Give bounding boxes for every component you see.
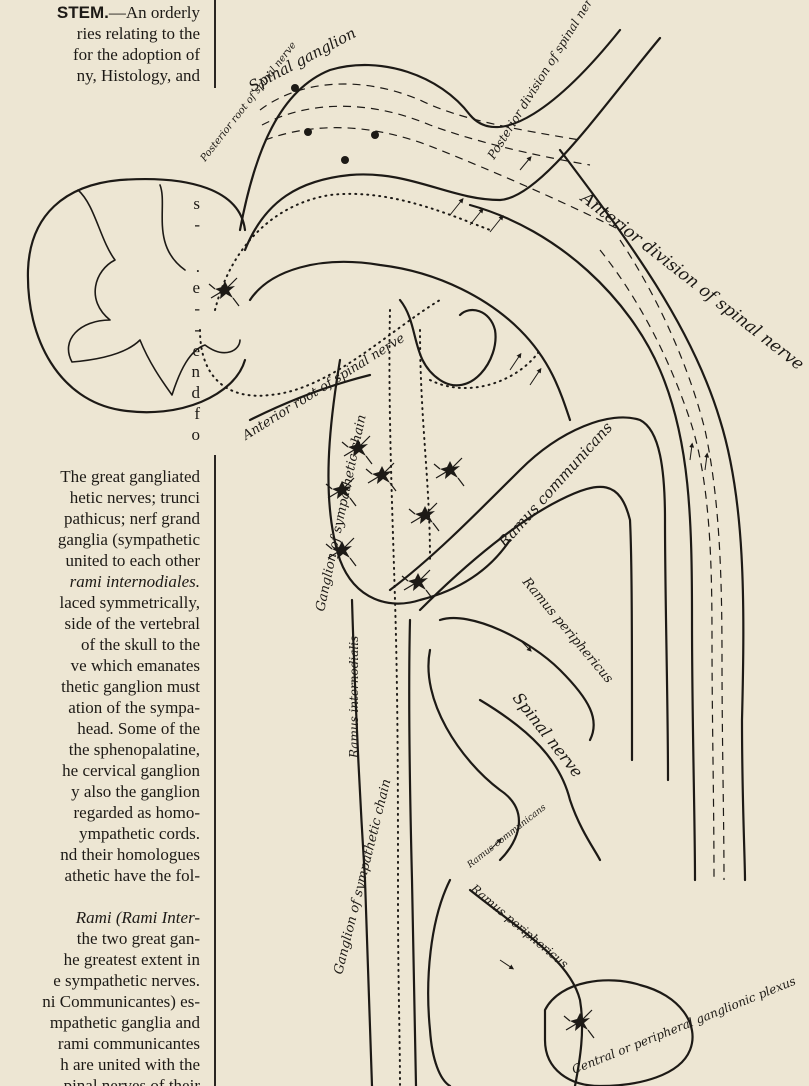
fiber-dotted-3: [389, 310, 400, 1086]
lower-loop-a: [428, 880, 450, 1086]
label-ramus-communicans-1: Ramus communicans: [494, 418, 616, 551]
chain-right: [409, 620, 416, 1086]
arrow: [520, 158, 530, 170]
label-ramus-internodialis: Ramus internodialis: [347, 636, 361, 759]
grey-matter: [68, 190, 240, 395]
label-posterior-division: Posterior division of spinal nerve: [484, 0, 603, 162]
fiber-dashed-5: [620, 240, 724, 880]
nerve-cell: [564, 1010, 594, 1038]
ganglion-cell: [371, 131, 379, 139]
sympathetic-ganglion-outline: [400, 300, 496, 385]
fiber-dashed-3: [265, 128, 620, 230]
ganglion-cell: [291, 84, 299, 92]
arrow: [530, 370, 540, 385]
arrow: [500, 960, 512, 968]
label-ramus-periphericus-2: Ramus periphericus: [467, 881, 571, 971]
label-ganglion-chain-upper: Ganglion of sympathetic chain: [313, 413, 369, 612]
ganglion-cell: [341, 156, 349, 164]
label-ganglion-chain-lower: Ganglion of sympathetic chain: [331, 778, 394, 976]
arrow: [490, 217, 502, 232]
label-posterior-root: Posterior root of spinal nerve: [198, 40, 299, 165]
spinal-cord-outline: [28, 179, 245, 412]
arrow: [705, 455, 707, 470]
nerve-cell: [409, 503, 439, 531]
nerve-cell: [402, 570, 432, 598]
fiber-dashed-2: [262, 106, 590, 165]
label-ramus-periphericus-1: Ramus periphericus: [518, 574, 616, 686]
label-ramus-communicans-2: Ramus communicans: [465, 803, 549, 871]
fiber-dashed-4: [600, 250, 714, 880]
label-spinal-nerve: Spinal nerve: [509, 689, 587, 781]
arrow: [510, 355, 520, 370]
grey-matter-dorsal: [160, 185, 185, 270]
nerve-cell: [434, 458, 464, 486]
ganglion-cell: [304, 128, 312, 136]
arrow: [470, 210, 482, 225]
arrow: [690, 445, 692, 460]
lower-loop-b: [470, 890, 582, 1086]
nerve-cells: [209, 84, 594, 1038]
arrow: [450, 200, 462, 215]
label-anterior-root: Anterior root of spinal nerve: [239, 331, 408, 444]
spinal-nerve-loop: [428, 650, 518, 860]
